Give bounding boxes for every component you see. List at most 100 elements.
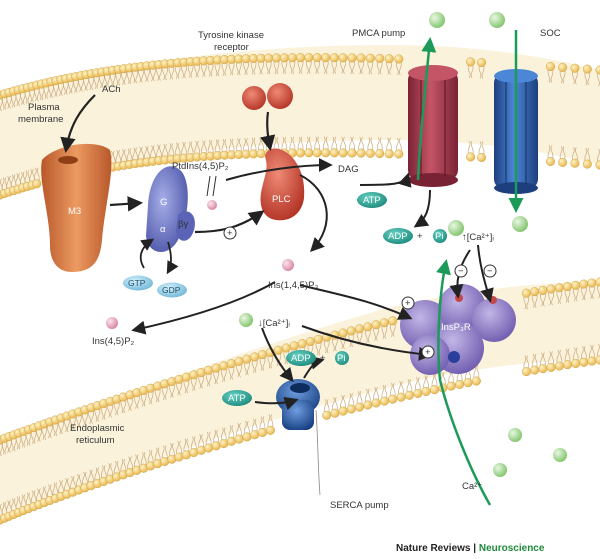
- atp-oval-pmca: [357, 192, 387, 208]
- calcium-ion: [429, 12, 445, 28]
- journal-section: Neuroscience: [479, 543, 545, 554]
- lipid-head: [312, 53, 322, 63]
- m3-label: M3: [68, 206, 81, 217]
- lipid-head: [446, 381, 456, 391]
- serca-pump-label: SERCA pump: [330, 500, 389, 511]
- pi-label-pmca: Pi: [435, 231, 443, 242]
- lipid-head: [356, 148, 366, 158]
- lipid-head: [265, 425, 275, 435]
- lipid-head: [32, 179, 42, 189]
- lipid-head: [571, 359, 581, 369]
- lipid-head: [384, 149, 394, 159]
- lipid-head: [305, 337, 315, 347]
- serca-pump: [276, 379, 320, 430]
- plus-label-serca: +: [320, 353, 326, 364]
- journal-credit: Nature Reviews | Neuroscience: [396, 543, 545, 554]
- lipid-head: [579, 357, 589, 367]
- lipid-head: [430, 385, 440, 395]
- lipid-head: [570, 63, 580, 73]
- lipid-head: [379, 318, 389, 328]
- lipid-head: [355, 402, 365, 412]
- lipid-head: [538, 364, 548, 374]
- lipid-head: [582, 159, 592, 169]
- lipid-head: [314, 334, 324, 344]
- g-protein-label: G: [160, 197, 167, 208]
- plus-label-pmca: +: [417, 231, 423, 242]
- lipid-head: [587, 356, 597, 366]
- lipid-head: [554, 361, 564, 371]
- pi-label-serca: Pi: [337, 353, 345, 364]
- plus-sign-ip3r-2: +: [425, 347, 431, 358]
- lipid-head: [242, 354, 252, 364]
- lipid-head: [329, 148, 339, 158]
- insp3r-label: InsP₃R: [441, 322, 471, 333]
- g-protein: [146, 166, 195, 252]
- lipid-head: [371, 398, 381, 408]
- tyrosine-kinase-receptor-label-2: receptor: [214, 42, 249, 53]
- credit-separator: |: [470, 543, 478, 554]
- ptdins-label: PtdIns(4,5)P₂: [172, 161, 229, 172]
- lipid-head: [248, 149, 258, 159]
- ins45p2-label: Ins(4,5)P₂: [92, 336, 135, 347]
- lipid-head: [587, 278, 597, 288]
- lipid-head: [396, 392, 406, 402]
- lipid-head: [296, 53, 306, 63]
- tyrosine-kinase-receptor-label-1: Tyrosine kinase: [198, 30, 264, 41]
- lipid-head: [466, 57, 476, 67]
- diagram-labels: Tyrosine kinase receptor PMCA pump SOC A…: [18, 28, 561, 511]
- lipid-head: [595, 160, 600, 170]
- lipid-head: [296, 148, 306, 158]
- calcium-ion: [239, 313, 253, 327]
- lipid-head: [256, 149, 266, 159]
- lipid-head: [394, 149, 404, 159]
- gtp-cycle-arrow: [139, 238, 155, 269]
- lipid-head: [582, 64, 592, 74]
- lipid-head: [204, 365, 214, 375]
- adp-label-pmca: ADP: [388, 231, 408, 242]
- calcium-ion: [489, 12, 505, 28]
- ca-down-to-receptor-arrow: [301, 325, 433, 361]
- ptdins-headgroup: [207, 200, 217, 210]
- lipid-head: [338, 148, 348, 158]
- lipid-head: [226, 436, 236, 446]
- lipid-head: [365, 148, 375, 158]
- ach-label: ACh: [102, 84, 120, 95]
- lipid-head: [312, 148, 322, 158]
- pmca-to-adp-arrow: [413, 189, 431, 228]
- serca-to-adp-arrow: [303, 355, 325, 379]
- lipid-head: [563, 282, 573, 292]
- lipid-head: [304, 148, 314, 158]
- lipid-head: [558, 62, 568, 72]
- lipid-head: [375, 148, 385, 158]
- ip3-to-receptor-arrow: [299, 284, 413, 320]
- lipid-head: [521, 367, 531, 377]
- g-alpha-label: α: [160, 224, 166, 235]
- lipid-head: [530, 287, 540, 297]
- lipid-head: [273, 345, 283, 355]
- lipid-head: [287, 53, 297, 63]
- lipid-head: [347, 53, 357, 63]
- lipid-head: [404, 390, 414, 400]
- plus-sign-ip3r-1: +: [405, 298, 411, 309]
- lipid-head: [463, 378, 473, 388]
- lipid-head: [471, 376, 481, 386]
- pi-oval-serca: [335, 351, 349, 365]
- lipid-head: [563, 360, 573, 370]
- nucleotide-ovals: [123, 192, 447, 406]
- calcium-flux-arrows: [315, 29, 524, 506]
- lipid-head: [558, 157, 568, 167]
- lipid-head: [477, 58, 487, 68]
- lipid-head: [466, 152, 476, 162]
- lipid-head: [322, 410, 332, 420]
- lipid-head: [346, 326, 356, 336]
- atp-label-pmca: ATP: [363, 195, 381, 206]
- plasma-membrane-label-2: membrane: [18, 114, 63, 125]
- ach-binding-site: [58, 156, 78, 164]
- inositol-molecules: [106, 175, 294, 329]
- lipid-head: [477, 152, 487, 162]
- lipid-head: [388, 394, 398, 404]
- calcium-ions: [239, 12, 567, 477]
- lipid-head: [546, 156, 556, 166]
